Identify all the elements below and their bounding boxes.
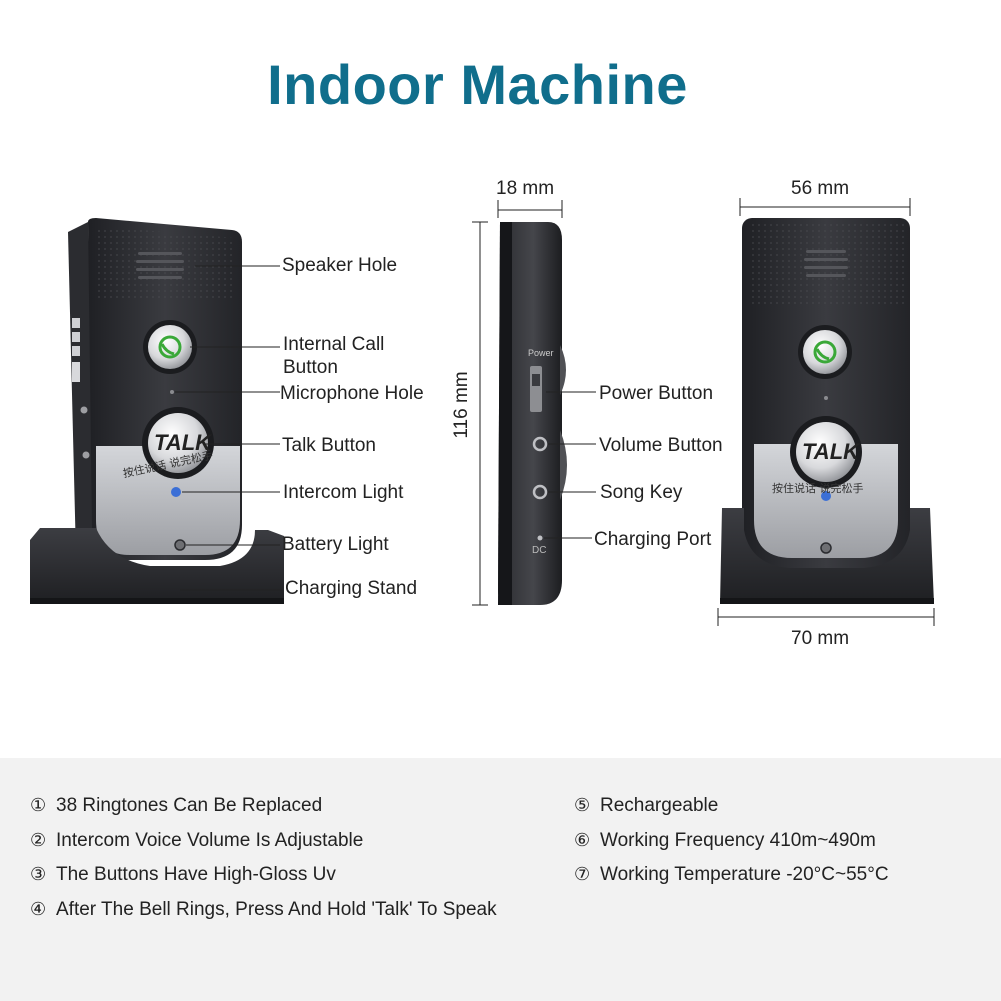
feature-text: The Buttons Have High-Gloss Uv — [56, 864, 336, 885]
label-intercom-light: Intercom Light — [283, 482, 404, 503]
device-diagram — [30, 198, 935, 626]
label-volume-button: Volume Button — [599, 435, 723, 456]
dimension-height: 116 mm — [451, 371, 472, 439]
feature-number: ⑥ — [574, 830, 591, 851]
feature-item: ④ After The Bell Rings, Press And Hold 'T… — [30, 899, 497, 921]
label-talk-button: Talk Button — [282, 435, 376, 456]
label-charging-stand: Charging Stand — [285, 578, 418, 599]
feature-item: ⑥ Working Frequency 410m~490m — [574, 830, 876, 852]
talk-button-text-front: TALK — [802, 439, 860, 464]
feature-number: ① — [30, 795, 47, 816]
feature-number: ⑤ — [574, 795, 591, 816]
front-view-device — [717, 198, 935, 626]
page-title: Indoor Machine — [267, 53, 688, 116]
dimension-width-bottom: 70 mm — [791, 628, 850, 649]
feature-item: ⑦ Working Temperature -20°C~55°C — [574, 864, 889, 886]
feature-number: ③ — [30, 864, 47, 885]
side-power-text: Power — [528, 348, 554, 358]
feature-text: 38 Ringtones Can Be Replaced — [56, 795, 323, 816]
feature-text: Rechargeable — [600, 795, 719, 816]
features-panel: ① 38 Ringtones Can Be Replaced ② Intercom … — [0, 758, 1001, 1001]
feature-item: ① 38 Ringtones Can Be Replaced — [30, 795, 322, 817]
chinese-caption-front: 按住说话 说完松手 — [772, 482, 864, 495]
side-device — [472, 200, 596, 606]
feature-item: ② Intercom Voice Volume Is Adjustable — [30, 830, 363, 852]
feature-text: After The Bell Rings, Press And Hold 'Ta… — [56, 899, 497, 920]
label-power-button: Power Button — [599, 383, 714, 404]
label-microphone-hole: Microphone Hole — [280, 383, 424, 404]
label-song-key: Song Key — [600, 482, 683, 503]
label-battery-light: Battery Light — [282, 534, 389, 555]
feature-text: Working Frequency 410m~490m — [600, 830, 876, 851]
intercom-light-icon — [171, 487, 181, 497]
label-internal-call-button: Internal Call Button — [283, 334, 385, 378]
dimension-width-top: 56 mm — [791, 178, 850, 199]
feature-item: ③ The Buttons Have High-Gloss Uv — [30, 864, 336, 886]
battery-light-icon — [174, 539, 186, 551]
phone-call-icon — [158, 335, 182, 359]
feature-number: ④ — [30, 899, 47, 920]
feature-text: Intercom Voice Volume Is Adjustable — [56, 830, 364, 851]
dimension-depth: 18 mm — [496, 178, 555, 199]
feature-number: ⑦ — [574, 864, 591, 885]
feature-number: ② — [30, 830, 47, 851]
side-dc-text: DC — [532, 545, 547, 556]
label-speaker-hole: Speaker Hole — [282, 255, 398, 276]
talk-button-text: TALK — [154, 430, 212, 455]
feature-item: ⑤ Rechargeable — [574, 795, 718, 817]
feature-text: Working Temperature -20°C~55°C — [600, 864, 889, 885]
label-charging-port: Charging Port — [594, 529, 712, 550]
front-device — [30, 218, 284, 604]
